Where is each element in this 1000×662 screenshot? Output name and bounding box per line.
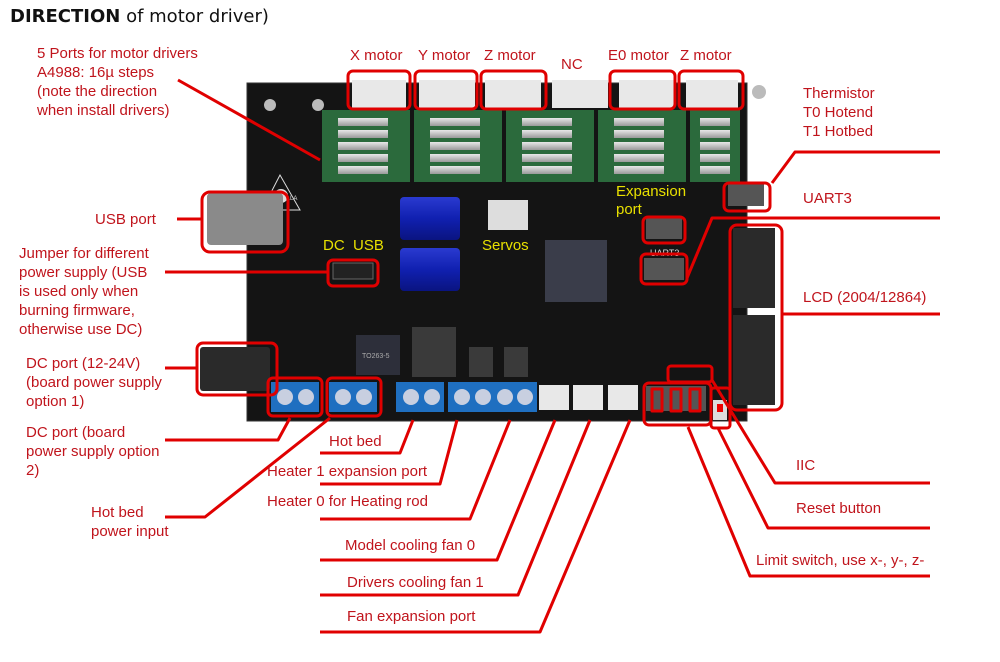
y-motor-box xyxy=(413,69,479,111)
mount-hole xyxy=(752,85,766,99)
z-motor-box xyxy=(479,69,548,111)
silk-expansion: Expansion xyxy=(616,183,687,200)
z2-motor-box xyxy=(677,69,745,111)
expansion-header xyxy=(646,217,682,239)
lcd-header-exp1 xyxy=(733,228,775,308)
silk-servos: Servos xyxy=(482,237,529,254)
silk-usb: USB xyxy=(353,237,384,254)
label-hot-bed: Hot bed xyxy=(329,433,382,450)
label-e0-motor: E0 motor xyxy=(608,47,669,64)
dpak-mosfet xyxy=(469,347,493,377)
stepper-drivers xyxy=(322,110,740,182)
label-motor-drivers: 5 Ports for motor drivers A4988: 16µ ste… xyxy=(37,45,198,119)
silk-port: port xyxy=(616,201,642,218)
capacitor xyxy=(400,197,460,240)
page-heading: DIRECTION of motor driver) xyxy=(10,6,269,27)
label-limit-switch: Limit switch, use x-, y-, z- xyxy=(756,552,925,569)
mount-hole xyxy=(312,99,324,111)
screw-terminals xyxy=(271,382,537,412)
label-y-motor: Y motor xyxy=(418,47,471,64)
label-heater1: Heater 1 expansion port xyxy=(267,463,428,480)
label-nc: NC xyxy=(561,56,583,73)
lcd-header-exp2 xyxy=(733,315,775,405)
capacitor xyxy=(400,248,460,291)
dpak-mosfet xyxy=(504,347,528,377)
fan1-connector xyxy=(573,385,603,410)
svg-text:TO263-5: TO263-5 xyxy=(362,353,390,360)
fan0-connector xyxy=(539,385,569,410)
mcu-chip xyxy=(545,240,607,302)
label-usb-port: USB port xyxy=(95,211,156,228)
motor-connectors xyxy=(352,80,738,108)
label-thermistor: Thermistor T0 Hotend T1 Hotbed xyxy=(803,85,875,140)
uart3-header xyxy=(644,258,684,280)
servo-header xyxy=(488,200,528,230)
label-fan0: Model cooling fan 0 xyxy=(345,537,476,554)
fan2-connector xyxy=(608,385,638,410)
label-lcd: LCD (2004/12864) xyxy=(803,289,927,306)
label-x-motor: X motor xyxy=(350,47,403,64)
label-iic: IIC xyxy=(796,457,816,474)
label-jumper: Jumper for different power supply (USB i… xyxy=(19,245,149,338)
x-motor-box xyxy=(346,69,412,111)
dc-jack xyxy=(200,347,270,391)
label-fan-expansion: Fan expansion port xyxy=(347,608,476,625)
regulator-chip xyxy=(356,335,400,375)
label-hotbed-power: Hot bed power input xyxy=(91,504,169,540)
usb-port xyxy=(207,193,283,245)
heading-bold: DIRECTION xyxy=(10,6,121,27)
label-fan1: Drivers cooling fan 1 xyxy=(347,574,484,591)
heading-rest: of motor driver) xyxy=(120,6,269,27)
label-z-motor: Z motor xyxy=(484,47,536,64)
e0-motor-box xyxy=(608,69,677,111)
mount-hole xyxy=(264,99,276,111)
silk-dc: DC xyxy=(323,237,345,254)
power-jumper xyxy=(332,262,374,280)
label-dc-port-1: DC port (12-24V) (board power supply opt… xyxy=(26,355,162,410)
label-heater0: Heater 0 for Heating rod xyxy=(267,493,428,510)
label-uart3: UART3 xyxy=(803,190,852,207)
thermistor-header xyxy=(728,184,764,206)
label-dc-port-2: DC port (board power supply option 2) xyxy=(26,424,160,479)
label-reset-button: Reset button xyxy=(796,500,882,517)
label-z-motor-2: Z motor xyxy=(680,47,732,64)
